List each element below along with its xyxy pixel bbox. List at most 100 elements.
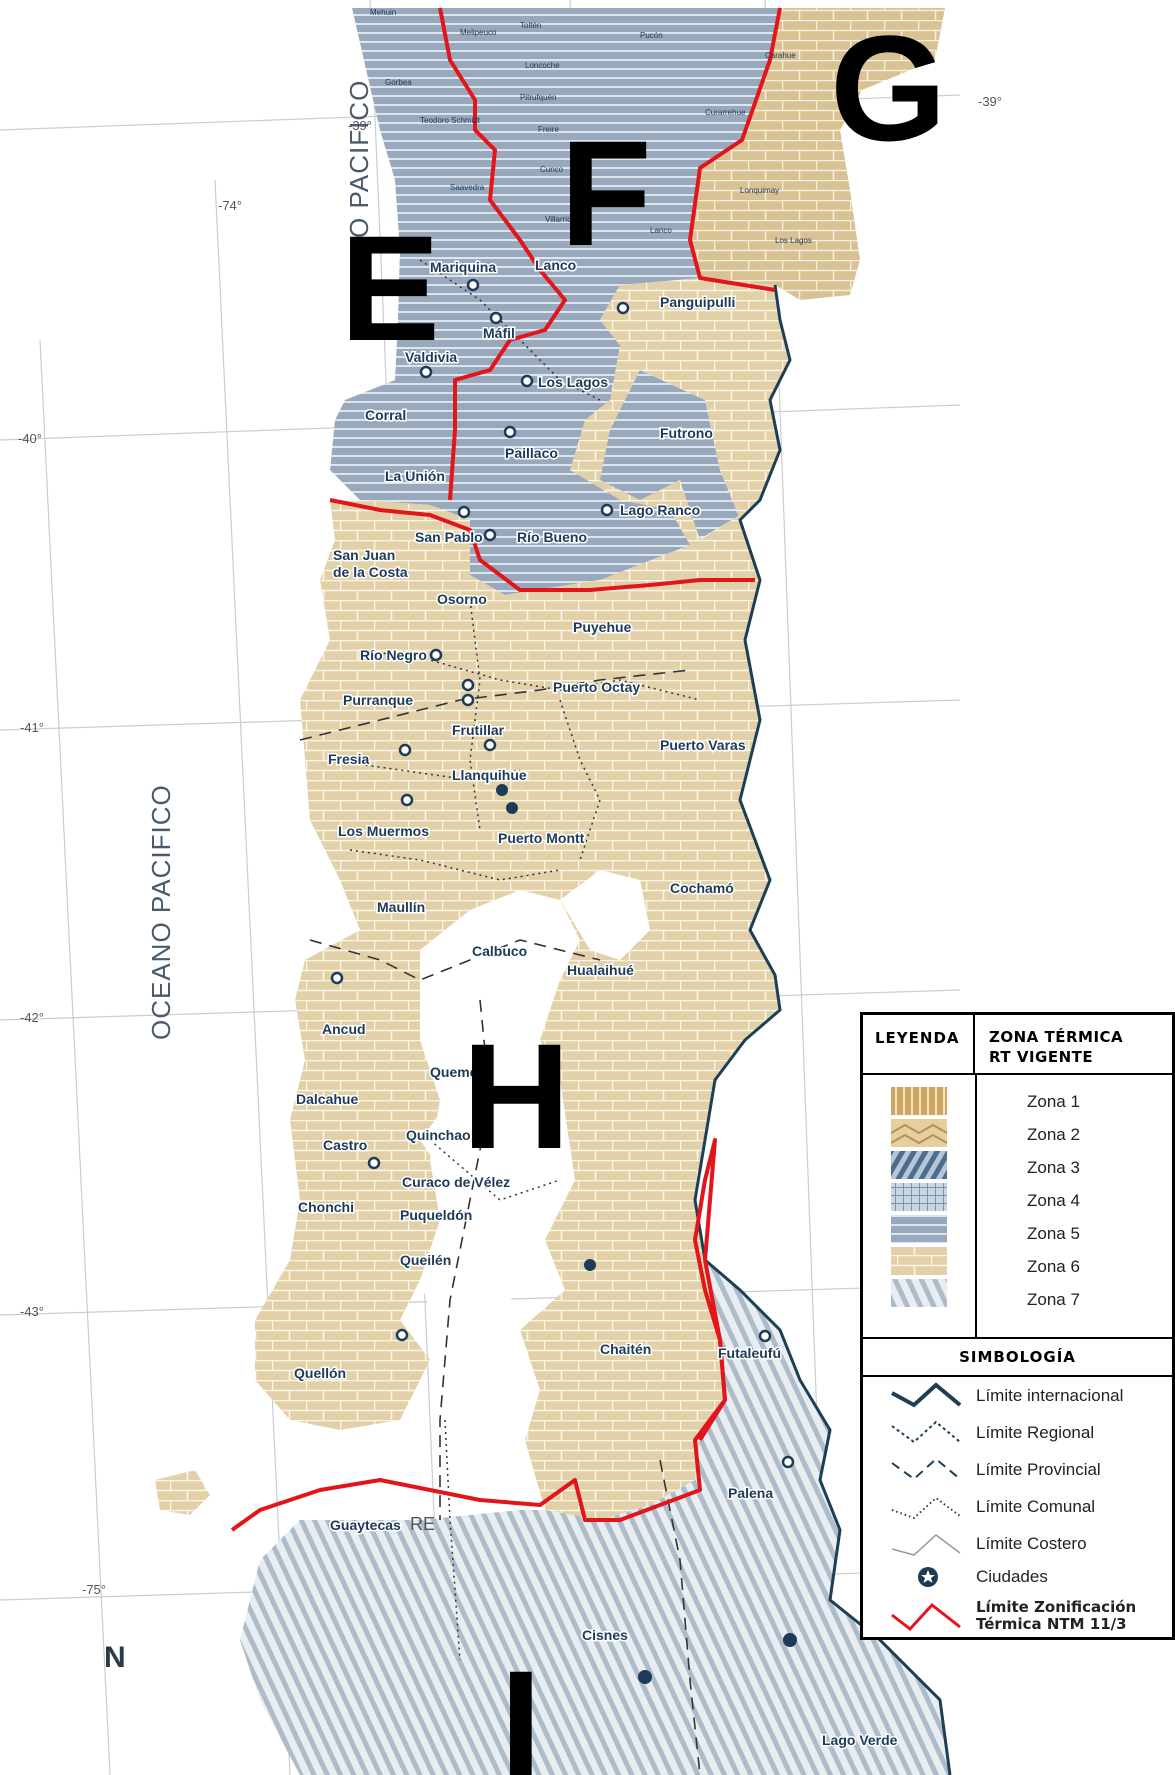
city-label: Guaytecas — [330, 1517, 401, 1533]
zone4-swatch — [891, 1183, 947, 1211]
city-label: Los Lagos — [538, 374, 608, 390]
zone6-swatch — [891, 1247, 947, 1275]
city-label: Valdivia — [405, 349, 457, 365]
provincial-boundaries — [299, 669, 701, 1775]
legend-title: LEYENDA — [863, 1015, 975, 1073]
city-label: Puqueldón — [400, 1207, 472, 1223]
city-label: Máfil — [483, 325, 515, 341]
symbol-label: Límite internacional — [976, 1385, 1124, 1405]
symbol-label: Ciudades — [976, 1567, 1048, 1586]
city-label: Los Muermos — [338, 823, 429, 839]
city-label: Cochamó — [670, 880, 734, 896]
city-label: Paillaco — [505, 445, 558, 461]
svg-text:Pitrufquén: Pitrufquén — [520, 93, 556, 102]
ntm-boundary-icon — [891, 1602, 961, 1632]
coordinate-labels: -74° -39° -39° -40° -41° -42° -43° -75° — [18, 94, 1002, 1597]
city-label: Maullín — [377, 899, 425, 915]
island — [155, 1470, 210, 1515]
zone5-region — [330, 8, 780, 595]
city-label: Lanco — [535, 257, 576, 273]
city-label: Hualaihué — [567, 962, 634, 978]
symbol-label: Límite Costero — [976, 1533, 1087, 1553]
city-label: Río Bueno — [517, 529, 587, 545]
ocean-label-small: O PACIFICO — [344, 80, 374, 238]
zone-letter-h: H — [462, 1012, 570, 1180]
city-label: Ancud — [322, 1021, 366, 1037]
zone7-region — [240, 1260, 950, 1775]
city-label: Quinchao — [406, 1127, 471, 1143]
zone-letters: E F G H I — [340, 4, 947, 1775]
provincial-boundary-icon — [891, 1457, 961, 1480]
zone-column-title: ZONA TÉRMICA RT VIGENTE — [975, 1015, 1172, 1073]
svg-text:Freire: Freire — [538, 125, 559, 134]
svg-text:Curarrehue: Curarrehue — [705, 108, 746, 117]
zone-label: Zona 5 — [1027, 1224, 1080, 1243]
symbology-list: Límite internacional Límite Regional Lím… — [863, 1377, 1172, 1640]
ntm-boundary-label-line1: Límite Zonificación — [976, 1598, 1137, 1616]
zone-label: Zona 4 — [1027, 1191, 1080, 1210]
zone-column-title-line2: RT VIGENTE — [989, 1048, 1094, 1066]
coord-label: -41° — [20, 720, 44, 735]
city-label: Futrono — [660, 425, 713, 441]
city-label: Puyehue — [573, 619, 632, 635]
coastal-boundary-icon — [891, 1533, 961, 1556]
zone-letter-f: F — [560, 109, 652, 277]
gulf-water-2 — [560, 870, 650, 960]
svg-text:Lonquimay: Lonquimay — [740, 186, 779, 195]
map-legend: LEYENDA ZONA TÉRMICA RT VIGENTE Zona 1 — [860, 1012, 1175, 1640]
zone5-swatch — [891, 1215, 947, 1243]
city-label: Osorno — [437, 591, 487, 607]
city-label: Calbuco — [472, 943, 527, 959]
svg-text:Los Lagos: Los Lagos — [775, 236, 812, 245]
zone-letter-e: E — [340, 204, 440, 372]
zone-swatches — [863, 1075, 977, 1337]
zone-column-title-line1: ZONA TÉRMICA — [989, 1028, 1124, 1046]
coord-label: -75° — [82, 1582, 106, 1597]
city-label: San Pablo — [415, 529, 483, 545]
intl-boundary-icon — [891, 1381, 962, 1407]
city-label: Chonchi — [298, 1199, 354, 1215]
zone3-swatch — [891, 1151, 947, 1179]
zone2-swatch — [890, 1119, 948, 1147]
communal-boundary-icon — [891, 1496, 961, 1519]
city-labels: Mariquina Lanco Panguipulli Máfil Valdiv… — [293, 256, 900, 1750]
city-label: Chaitén — [600, 1341, 651, 1357]
coord-label: -74° — [218, 198, 242, 213]
city-star-icon — [918, 1567, 938, 1587]
city-label: Río Negro — [360, 647, 427, 663]
svg-text:Lanco: Lanco — [650, 226, 672, 235]
svg-text:Carahue: Carahue — [765, 51, 796, 60]
ntm-boundary-label-line2: Térmica NTM 11/3 — [976, 1615, 1127, 1633]
zone-label: Zona 2 — [1027, 1125, 1080, 1144]
zone7-swatch — [891, 1279, 947, 1307]
svg-text:Toltén: Toltén — [520, 21, 541, 30]
city-label: Quellón — [294, 1365, 346, 1381]
svg-text:Teodoro Schmidt: Teodoro Schmidt — [420, 116, 481, 125]
svg-text:Loncoche: Loncoche — [525, 61, 560, 70]
coord-label: -43° — [20, 1304, 44, 1319]
city-star-markers — [496, 784, 797, 1684]
city-label: Panguipulli — [660, 294, 735, 310]
city-label: Futaleufú — [718, 1345, 781, 1361]
small-town-labels: Mehuin Melipeuco Toltén Pucón Loncoche G… — [370, 8, 812, 245]
symbol-label: Límite Provincial — [976, 1459, 1101, 1479]
city-label: Fresia — [328, 751, 369, 767]
city-label: Lago Verde — [822, 1732, 898, 1748]
zone-letter-i: I — [500, 1639, 542, 1775]
symbol-label: Límite Regional — [976, 1422, 1095, 1442]
ntm-thermal-boundaries — [230, 7, 782, 1532]
communal-boundaries — [329, 259, 701, 1661]
city-label: Purranque — [343, 692, 413, 708]
symbol-row: Límite Comunal — [863, 1488, 1172, 1525]
ntm-boundary-label: Límite Zonificación Térmica NTM 11/3 — [976, 1599, 1136, 1633]
city-label: Puerto Varas — [660, 737, 746, 753]
legend-header: LEYENDA ZONA TÉRMICA RT VIGENTE — [863, 1015, 1172, 1075]
symbol-row: Límite Regional — [863, 1414, 1172, 1451]
symbol-row: Límite Costero — [863, 1525, 1172, 1562]
city-markers — [330, 278, 795, 1469]
zone-label: Zona 7 — [1027, 1290, 1080, 1309]
zone-letter-g: G — [830, 4, 947, 172]
city-label: Cisnes — [582, 1627, 628, 1643]
